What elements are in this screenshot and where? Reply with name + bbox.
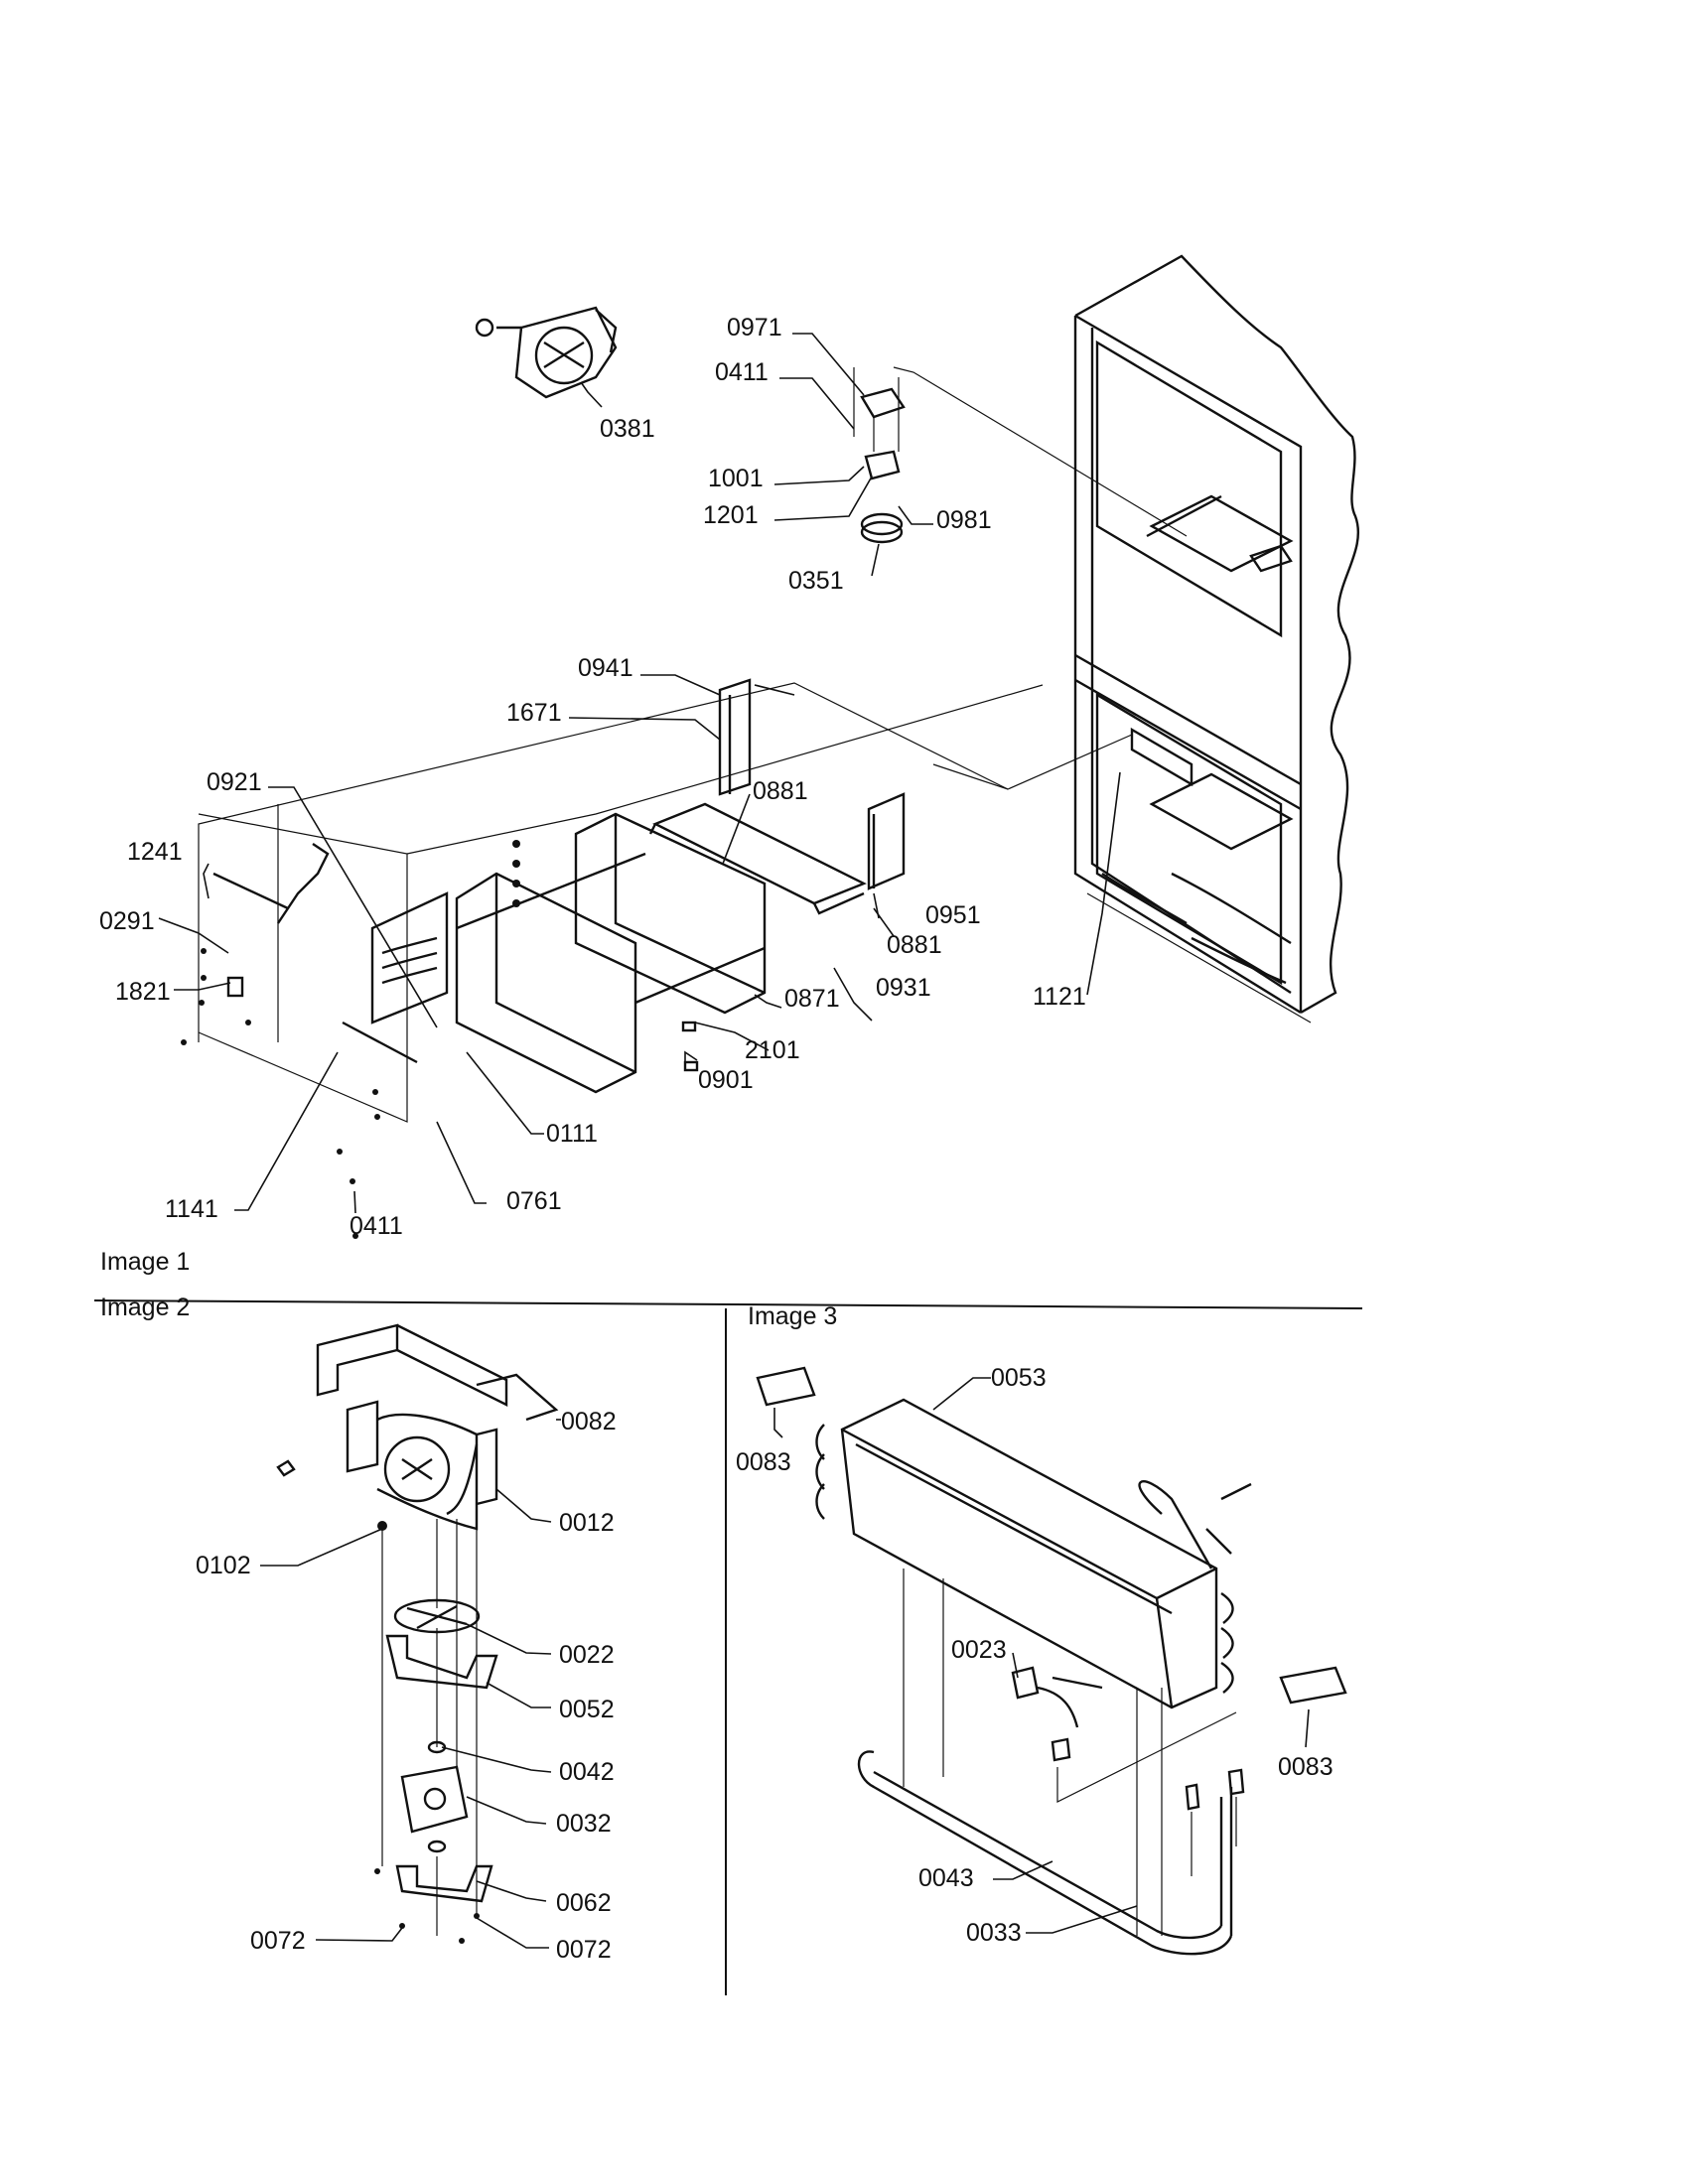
callout-0971: 0971 [727, 314, 782, 341]
callout-0881-a: 0881 [753, 777, 808, 805]
image3-evaporator-assembly [756, 1366, 1347, 1956]
callout-0072-right: 0072 [556, 1936, 612, 1964]
callout-0941: 0941 [578, 654, 633, 682]
image1-leader-lines [158, 333, 1121, 1214]
callout-2101: 2101 [745, 1036, 800, 1064]
callout-0033: 0033 [966, 1919, 1022, 1947]
callout-1121: 1121 [1033, 983, 1086, 1011]
callout-0083-left: 0083 [736, 1448, 791, 1476]
evaporator-fan-assembly-top [475, 306, 618, 399]
callout-0931: 0931 [876, 974, 931, 1002]
image1-title: Image 1 [100, 1248, 190, 1276]
image3-callouts: 0053 0083 0023 0083 0043 0033 [736, 1364, 1333, 1947]
image2-fan-motor-assembly [276, 1323, 559, 1944]
callout-0881-b: 0881 [887, 931, 942, 959]
evaporator-cover-assembly [198, 678, 1133, 1123]
callout-0082: 0082 [561, 1408, 617, 1435]
callout-0043: 0043 [918, 1864, 974, 1892]
image2-leader-lines [260, 1419, 561, 1949]
image1-callouts: 0971 0411 1001 1201 0981 0351 0381 0941 … [99, 314, 1086, 1240]
callout-0023: 0023 [951, 1636, 1007, 1664]
image2-callouts: 0082 0012 0102 0022 0052 0042 0032 0062 … [196, 1408, 617, 1964]
image3-title: Image 3 [748, 1302, 837, 1330]
callout-1001: 1001 [708, 465, 764, 492]
callout-0083-right: 0083 [1278, 1753, 1333, 1781]
panel-divider-horizontal [93, 1299, 1363, 1309]
callout-0022: 0022 [559, 1641, 615, 1669]
callout-0921: 0921 [207, 768, 262, 796]
callout-0032: 0032 [556, 1810, 612, 1838]
callout-1141: 1141 [165, 1195, 218, 1223]
callout-0411-top: 0411 [715, 358, 769, 386]
image2-title: Image 2 [100, 1294, 190, 1321]
callout-0111: 0111 [546, 1120, 598, 1148]
callout-1241: 1241 [127, 838, 183, 866]
callout-0871: 0871 [784, 985, 840, 1013]
callout-1821: 1821 [115, 978, 171, 1006]
callout-0291: 0291 [99, 907, 155, 935]
callout-0351: 0351 [788, 567, 844, 595]
callout-0012: 0012 [559, 1509, 615, 1537]
callout-0951: 0951 [925, 901, 981, 929]
callout-1201: 1201 [703, 501, 759, 529]
callout-0102: 0102 [196, 1552, 251, 1579]
callout-0381: 0381 [600, 415, 655, 443]
callout-0981: 0981 [936, 506, 992, 534]
callout-0052: 0052 [559, 1696, 615, 1723]
callout-0761: 0761 [506, 1187, 562, 1215]
fastener-dots [181, 840, 520, 1239]
callout-0411-bottom: 0411 [350, 1212, 403, 1240]
cabinet-outline [1073, 254, 1360, 1024]
image3-leader-lines [773, 1377, 1310, 1934]
callout-1671: 1671 [506, 699, 562, 727]
control-assembly-top [853, 366, 1188, 544]
callout-0072-left: 0072 [250, 1927, 306, 1955]
callout-0901: 0901 [698, 1066, 754, 1094]
callout-0042: 0042 [559, 1758, 615, 1786]
callout-0062: 0062 [556, 1889, 612, 1917]
callout-0053: 0053 [991, 1364, 1047, 1392]
